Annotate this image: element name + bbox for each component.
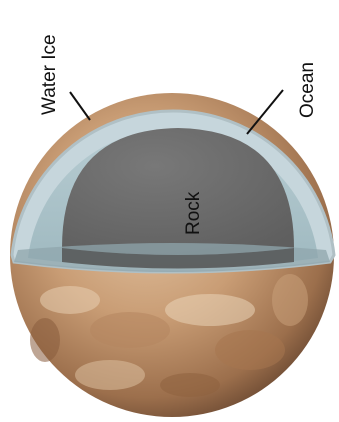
ocean-label: Ocean	[297, 62, 318, 118]
water-ice-label: Water Ice	[39, 34, 60, 115]
ocean-leader-line	[246, 89, 284, 135]
surface-texture	[30, 274, 308, 397]
water-ice-leader-line	[69, 91, 91, 121]
rock-label: Rock	[183, 191, 204, 235]
rock-core	[62, 128, 294, 255]
rock-cut-plane	[62, 248, 294, 269]
